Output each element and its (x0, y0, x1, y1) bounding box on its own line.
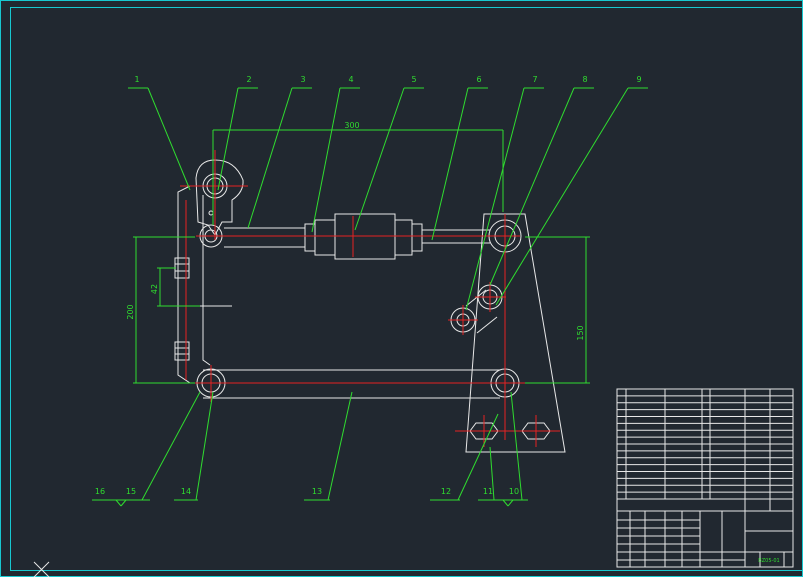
part-number: 4 (348, 75, 353, 84)
dim-200-label: 200 (126, 304, 135, 319)
part-number: 15 (126, 487, 136, 496)
dim-150-label: 150 (576, 325, 585, 340)
leader-lines (92, 87, 648, 507)
crosshair-cursor (33, 561, 50, 577)
part-number: 9 (636, 75, 641, 84)
part-number: 3 (300, 75, 305, 84)
part-number: 2 (246, 75, 251, 84)
part-number: 16 (95, 487, 105, 496)
title-block: BZ05-01 (616, 498, 794, 568)
part-number: 5 (411, 75, 416, 84)
part-number: 1 (134, 75, 139, 84)
part-number-labels: 1 2 3 4 5 6 7 8 9 16 15 14 13 12 11 10 (95, 75, 642, 496)
parts-list-table (616, 388, 794, 500)
part-number: 6 (476, 75, 481, 84)
dimension-lines (133, 129, 590, 384)
drawing-code: BZ05-01 (758, 558, 779, 564)
part-number: 11 (483, 487, 493, 496)
centerlines (180, 150, 560, 447)
part-number: 12 (441, 487, 451, 496)
part-number: 8 (582, 75, 587, 84)
part-number: 10 (509, 487, 519, 496)
dim-42-label: 42 (150, 284, 159, 294)
part-number: 14 (181, 487, 191, 496)
dim-300-label: 300 (344, 121, 359, 130)
mechanism-outline (174, 159, 566, 453)
part-number: 13 (312, 487, 322, 496)
part-number: 7 (532, 75, 537, 84)
